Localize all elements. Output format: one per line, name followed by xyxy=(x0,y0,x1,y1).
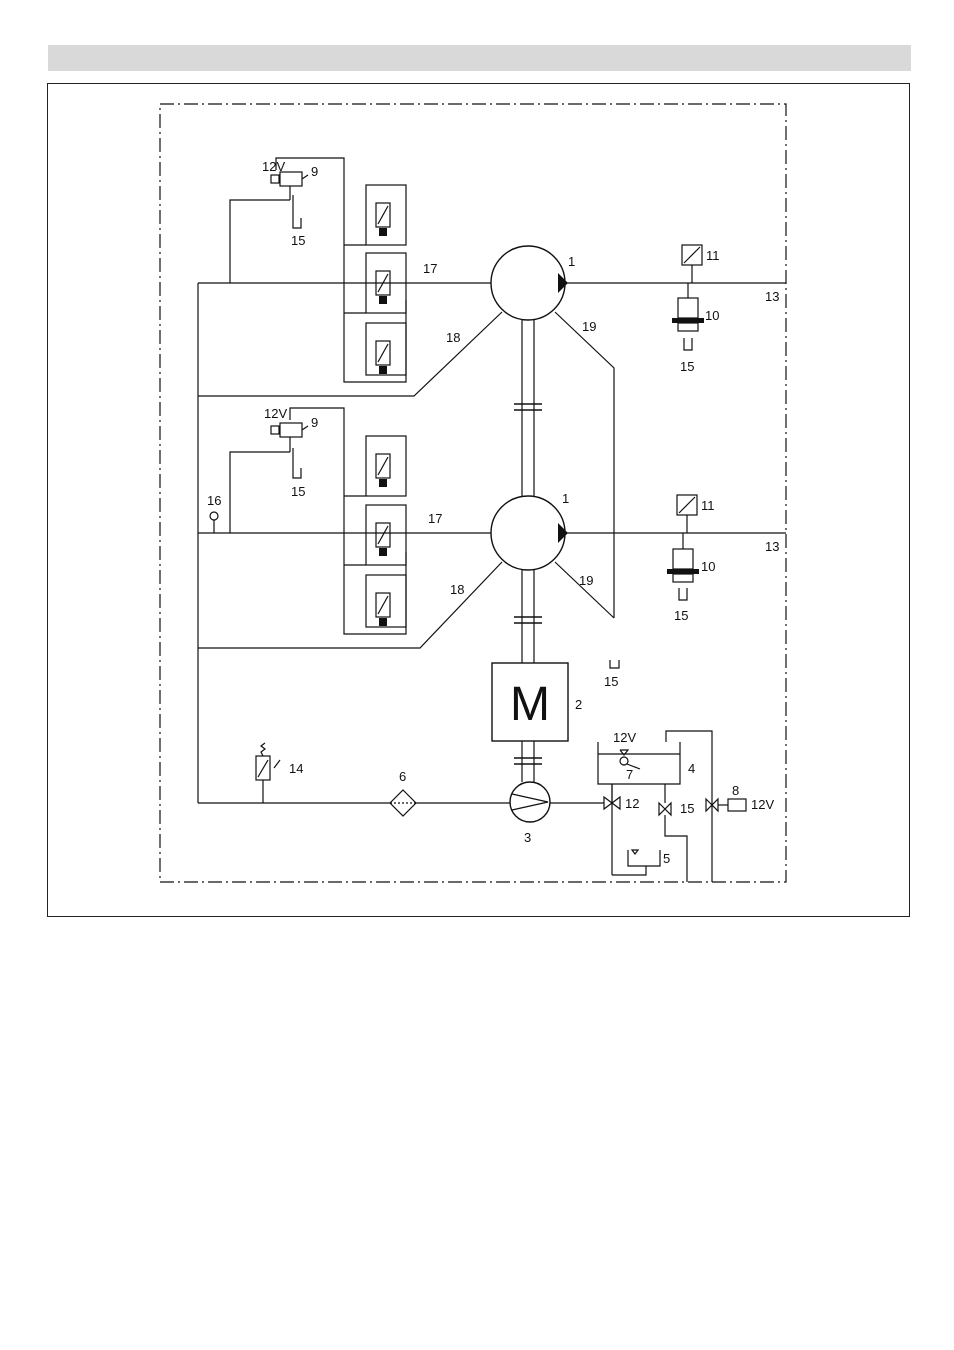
label-pump-top: 1 xyxy=(568,254,575,269)
label-valve-9-top-voltage: 12V xyxy=(262,159,285,174)
label-reservoir: 5 xyxy=(663,851,670,866)
label-gauge-10-bottom: 10 xyxy=(701,559,715,574)
label-feed-pump: 3 xyxy=(524,830,531,845)
label-motor-letter: M xyxy=(510,678,550,731)
label-manifold-17-bottom: 17 xyxy=(428,511,442,526)
label-outlet-13-top: 13 xyxy=(765,289,779,304)
label-valve-9-bottom: 9 xyxy=(311,415,318,430)
label-filter: 6 xyxy=(399,769,406,784)
valve-15: 15 xyxy=(659,784,694,882)
label-valve-12: 12 xyxy=(625,796,639,811)
label-motor-num: 2 xyxy=(575,697,582,712)
label-line-18-bottom: 18 xyxy=(450,582,464,597)
gauge-10-bottom: 10 15 xyxy=(667,533,715,623)
motor: M 2 xyxy=(492,663,582,741)
label-gauge-10-top: 10 xyxy=(705,308,719,323)
label-tank: 4 xyxy=(688,761,695,776)
sensor-11-top: 11 xyxy=(682,245,720,283)
manifold-17-top: 17 xyxy=(276,158,437,382)
pressure-switch-14: 14 xyxy=(256,743,303,803)
pump-top: 1 xyxy=(491,246,575,320)
label-manifold-17-top: 17 xyxy=(423,261,437,276)
label-drain-15-valve9-bottom: 15 xyxy=(291,484,305,499)
label-pump-bottom: 1 xyxy=(562,491,569,506)
gauge-16: 16 xyxy=(207,493,221,533)
label-drain-15-gauge-top: 15 xyxy=(680,359,694,374)
label-sensor-11-bottom: 11 xyxy=(701,498,715,513)
valve-9-bottom: 12V 9 15 xyxy=(230,406,318,533)
label-line-18-top: 18 xyxy=(446,330,460,345)
label-drain-15-gauge-bottom: 15 xyxy=(674,608,688,623)
feed-pump: 3 xyxy=(510,782,550,845)
pump-bottom: 1 xyxy=(491,491,569,570)
filter: 6 xyxy=(390,769,416,816)
label-pressure-switch-14: 14 xyxy=(289,761,303,776)
label-float-voltage: 12V xyxy=(613,730,636,745)
label-valve-9-top: 9 xyxy=(311,164,318,179)
manifold-17-bottom: 17 xyxy=(290,408,442,634)
label-line-19-top: 19 xyxy=(582,319,596,334)
float-switch: 12V 7 xyxy=(613,730,640,782)
solenoid-valve-8: 8 12V xyxy=(706,783,774,812)
label-outlet-13-bottom: 13 xyxy=(765,539,779,554)
gauge-10-top: 10 15 xyxy=(672,283,719,374)
tank: 4 xyxy=(598,731,712,882)
valve-9-top: 12V 9 15 xyxy=(230,159,318,283)
label-solenoid-8-voltage: 12V xyxy=(751,797,774,812)
label-solenoid-8: 8 xyxy=(732,783,739,798)
reservoir: 5 xyxy=(628,850,670,866)
valve-12: 12 xyxy=(604,784,646,875)
label-valve-15: 15 xyxy=(680,801,694,816)
label-sensor-11-top: 11 xyxy=(706,248,720,263)
label-drain-15-leak: 15 xyxy=(604,674,618,689)
label-valve-9-bottom-voltage: 12V xyxy=(264,406,287,421)
label-line-19-bottom: 19 xyxy=(579,573,593,588)
label-drain-15-valve9-top: 15 xyxy=(291,233,305,248)
label-float-switch: 7 xyxy=(626,767,633,782)
label-gauge-16: 16 xyxy=(207,493,221,508)
sensor-11-bottom: 11 xyxy=(677,495,715,533)
